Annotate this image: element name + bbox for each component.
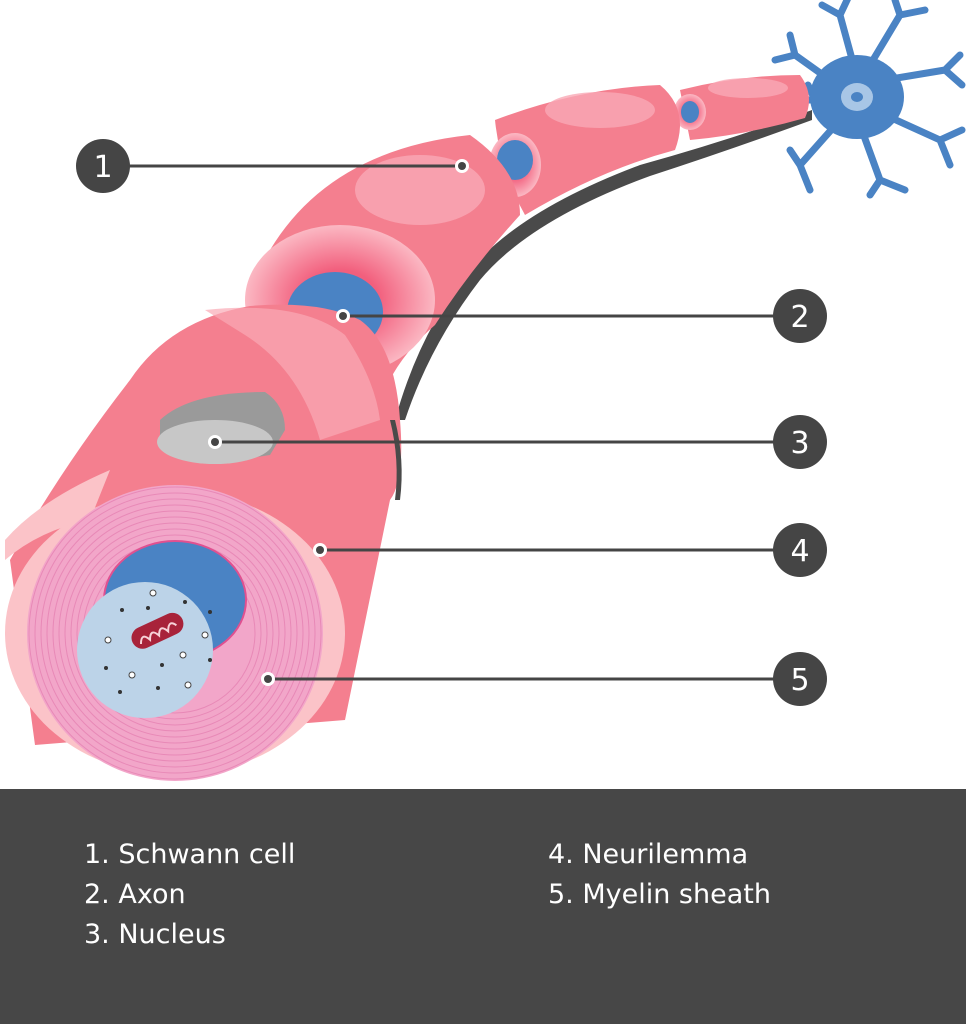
callout-number-1: 1 [93, 150, 112, 185]
callout-5: 5 [261, 652, 827, 706]
callout-badge-4 [773, 523, 827, 577]
schwann-cell-segment [495, 85, 680, 215]
callout-badge-1 [76, 139, 130, 193]
callout-4: 4 [313, 523, 827, 577]
callout-badge-3 [773, 415, 827, 469]
axon-shadow [395, 110, 812, 420]
myelinated-cross-section [5, 304, 402, 781]
schwann-cell-segment [680, 75, 809, 140]
axoplasm-particles [104, 589, 212, 694]
schwann-cell-diagram: 1 2 3 4 5 [5, 0, 966, 781]
callout-number-2: 2 [790, 300, 809, 335]
callout-number-3: 3 [790, 426, 809, 461]
neuron-cell-body [771, 0, 966, 199]
axon-cytoplasm [77, 582, 213, 718]
legend-column-right: 4. Neurilemma 5. Myelin sheath [548, 835, 771, 915]
legend-item-nucleus: 3. Nucleus [84, 919, 226, 950]
axon-exposed [681, 101, 699, 123]
legend-item-neurilemma: 4. Neurilemma [548, 839, 749, 870]
callout-number-5: 5 [790, 663, 809, 698]
callout-badge-5 [773, 652, 827, 706]
callout-2: 2 [336, 289, 827, 343]
mitochondrion [131, 612, 184, 649]
legend-item-axon: 2. Axon [84, 879, 186, 910]
legend-item-myelin-sheath: 5. Myelin sheath [548, 879, 771, 910]
callout-1: 1 [76, 139, 469, 193]
callout-badge-2 [773, 289, 827, 343]
legend-item-schwann-cell: 1. Schwann cell [84, 839, 296, 870]
callout-number-4: 4 [790, 534, 809, 569]
legend-column-left: 1. Schwann cell 2. Axon 3. Nucleus [84, 835, 295, 955]
legend-panel: 1. Schwann cell 2. Axon 3. Nucleus 4. Ne… [0, 789, 966, 1024]
axon-exposed [497, 140, 533, 180]
callout-3: 3 [208, 415, 827, 469]
